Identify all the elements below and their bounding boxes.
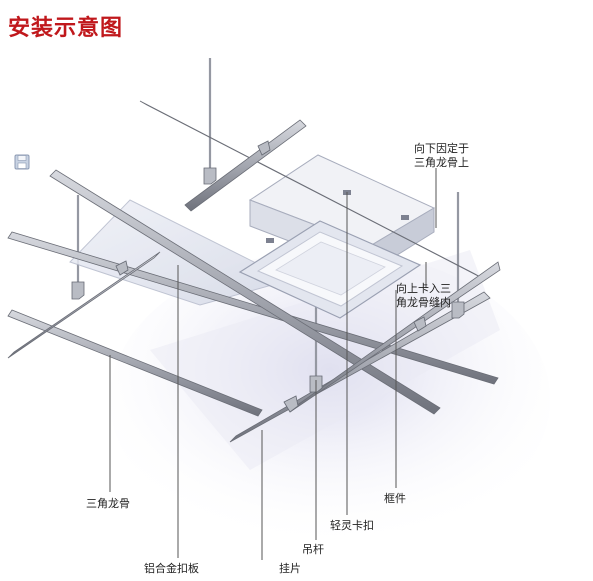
diffuser-panel [238, 220, 422, 319]
leader-lines [109, 168, 437, 560]
hanger-clips [71, 140, 465, 413]
rail-left-short [7, 251, 161, 359]
rail-bottom-left [7, 309, 263, 417]
label-clip-up: 向上卡入三 角龙骨缝内 [396, 282, 451, 310]
label-clip-up-line-1: 向上卡入三 [396, 282, 451, 295]
label-triangle-keel: 三角龙骨 [86, 497, 130, 510]
page-title: 安装示意图 [8, 15, 124, 41]
label-hanger-rod: 吊杆 [302, 543, 324, 556]
label-hanger-piece: 挂片 [279, 562, 301, 575]
label-fix-down-line-2: 三角龙骨上 [414, 156, 469, 169]
label-fix-down-line-1: 向下因定于 [414, 142, 469, 155]
rail-mid-long [49, 169, 441, 415]
label-light-clip: 轻灵卡扣 [330, 519, 374, 532]
label-aluminum-panel: 铝合金扣板 [144, 562, 199, 575]
label-clip-up-line-2: 角龙骨缝内 [396, 296, 451, 309]
label-frame: 框件 [384, 492, 406, 505]
label-fix-down: 向下因定于 三角龙骨上 [414, 142, 469, 170]
rail-left-long [7, 231, 499, 385]
floppy-disk-icon[interactable] [14, 154, 30, 170]
